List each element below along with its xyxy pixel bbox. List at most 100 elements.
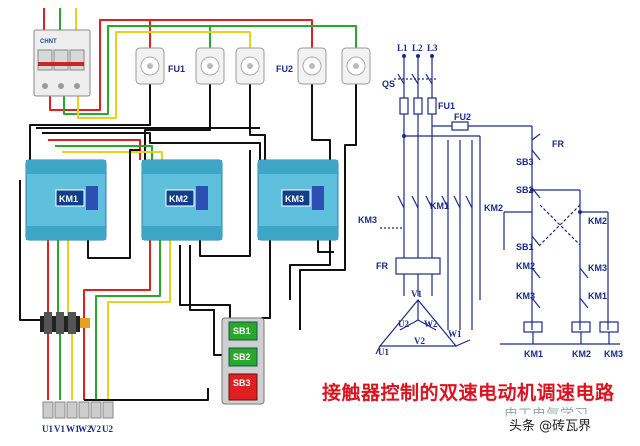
schematic-line	[397, 73, 405, 85]
contactor-label-km2: KM2	[169, 194, 188, 204]
wire-black-loop3	[317, 240, 334, 253]
wire-black-btn4	[84, 388, 209, 401]
terminal-label-u2: U2	[102, 424, 113, 434]
phase-label-l3: L3	[427, 43, 438, 53]
schematic-line	[539, 204, 581, 246]
schematic-km1-c1-label: KM1	[588, 291, 608, 301]
motor-label-w2: W2	[424, 319, 438, 329]
terminal[interactable]	[78, 401, 90, 419]
phase-label-l2: L2	[412, 43, 423, 53]
schematic-km1-coil-label: KM1	[524, 349, 544, 359]
schematic-contact	[579, 297, 589, 309]
fuse[interactable]	[341, 47, 371, 85]
fuse-group-fu1	[135, 47, 265, 85]
schematic-km1-main-label: KM1	[430, 201, 450, 211]
wire-black-btn5	[19, 180, 44, 321]
button-sb1[interactable]	[228, 321, 258, 341]
schematic-coil-km2	[571, 321, 591, 333]
fuse-label-fu2: FU2	[276, 64, 293, 74]
terminal[interactable]	[102, 401, 114, 419]
terminal[interactable]	[90, 401, 102, 419]
circuit-breaker[interactable]	[33, 29, 91, 97]
junction-dot	[430, 54, 434, 58]
wire-red-fuse	[49, 19, 151, 111]
wire-yellow-t2	[107, 240, 171, 400]
schematic-sb2-label: SB2	[516, 185, 534, 195]
fuse-label-fu1: FU1	[168, 64, 185, 74]
schematic-km3-c2-label: KM3	[516, 291, 536, 301]
contactor-km1[interactable]	[25, 159, 107, 241]
schematic	[375, 56, 620, 355]
schematic-km3-c1-label: KM3	[588, 263, 608, 273]
schematic-fu1-label: FU1	[438, 101, 456, 111]
schematic-km2-coil-label: KM2	[572, 349, 592, 359]
schematic-contact	[531, 149, 541, 161]
wire-green-fu2	[210, 25, 357, 48]
fuse[interactable]	[297, 47, 327, 85]
schematic-coil-km1	[523, 321, 543, 333]
motor-label-w1: W1	[448, 329, 462, 339]
schematic-qs-label: QS	[382, 79, 396, 89]
wire-green-t2	[95, 240, 161, 400]
schematic-km3-coil-label: KM3	[604, 349, 624, 359]
fuse[interactable]	[135, 47, 165, 85]
wire-black-btn2	[189, 245, 222, 356]
contactor-km3[interactable]	[257, 159, 339, 241]
contactor-label-km1: KM1	[59, 194, 78, 204]
terminal-label-w1: W1	[66, 424, 80, 434]
terminal-label-v2: V2	[90, 424, 101, 434]
schematic-km2-c1-label: KM2	[588, 216, 608, 226]
wire-black-1	[29, 84, 151, 160]
phase-label-l1: L1	[397, 43, 408, 53]
schematic-fuse	[399, 97, 409, 115]
terminal[interactable]	[42, 401, 54, 419]
button-sb2[interactable]	[228, 347, 258, 367]
terminal-label-v1: V1	[54, 424, 65, 434]
wire-black-loop2	[199, 150, 251, 257]
schematic-contact	[531, 267, 541, 279]
schematic-motor	[378, 299, 458, 347]
fuse-group-fu2	[297, 47, 371, 85]
wire-black-3	[249, 84, 266, 160]
schematic-fu2-label: FU2	[454, 112, 472, 122]
schematic-contact	[531, 235, 541, 247]
fuse[interactable]	[235, 47, 265, 85]
wire-black-loop1	[87, 149, 140, 259]
button-box	[221, 317, 265, 405]
wire-red-t2	[83, 240, 151, 400]
junction-dot	[578, 210, 582, 214]
schematic-fr	[395, 257, 441, 275]
terminal[interactable]	[66, 401, 78, 419]
watermark: 头条 @砖瓦界	[506, 414, 595, 435]
motor-label-v2: V2	[414, 336, 425, 346]
thermal-overload-relay[interactable]	[40, 312, 90, 334]
breaker-brand: CHNT	[40, 39, 57, 45]
schematic-line	[375, 345, 381, 355]
diagram-title: 接触器控制的双速电动机调速电路	[322, 382, 615, 404]
schematic-contact	[397, 195, 405, 209]
schematic-fr-ctrl-label: FR	[552, 139, 564, 149]
wire-black-btn1	[179, 245, 231, 331]
button-sb3[interactable]	[228, 373, 258, 401]
motor-label-u1: U1	[378, 347, 389, 357]
junction-dot	[402, 54, 406, 58]
schematic-sb1-label: SB1	[516, 242, 534, 252]
junction-dot	[416, 54, 420, 58]
wire-red-link	[48, 139, 141, 160]
schematic-line	[417, 319, 437, 331]
schematic-contact	[531, 297, 541, 309]
wire-green-link	[55, 145, 153, 160]
button-label-sb3: SB3	[233, 378, 251, 388]
fuse[interactable]	[195, 47, 225, 85]
motor-label-v1: V1	[411, 289, 422, 299]
terminal[interactable]	[54, 401, 66, 419]
schematic-dots	[402, 54, 582, 214]
schematic-sb3-label: SB3	[516, 157, 534, 167]
contactor-km2[interactable]	[141, 159, 223, 241]
schematic-contact	[425, 195, 433, 209]
schematic-line	[539, 204, 581, 246]
wire-black-2	[144, 84, 211, 160]
terminal-label-w2: W2	[78, 424, 92, 434]
button-label-sb2: SB2	[233, 352, 251, 362]
